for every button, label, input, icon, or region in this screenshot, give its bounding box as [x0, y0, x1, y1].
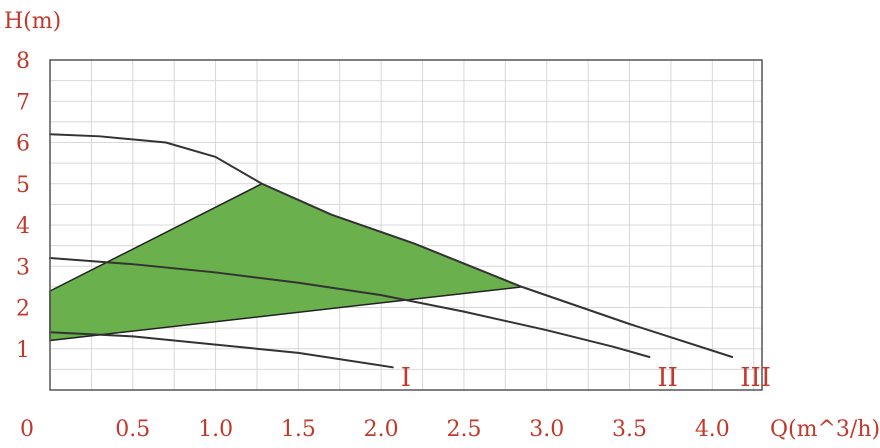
grid-layer: [50, 60, 762, 390]
x-tick-label: 1.0: [198, 417, 233, 442]
curve-ii: [49, 257, 651, 358]
y-tick-label: 8: [16, 49, 30, 74]
curve-iii: [49, 133, 734, 358]
origin-label: 0: [20, 417, 34, 442]
x-tick-label: 2.0: [364, 417, 399, 442]
y-tick-label: 6: [16, 132, 30, 157]
x-tick-label: 4.0: [695, 417, 730, 442]
y-tick-label: 1: [16, 338, 30, 363]
x-tick-label: 1.5: [281, 417, 316, 442]
y-tick-label: 2: [16, 297, 30, 322]
tick-labels: 0.5 1.0 1.5 2.0 2.5 3.0 3.5 4.0 1 2 3 4 5 6 7 8: [16, 49, 730, 442]
x-tick-label: 2.5: [446, 417, 481, 442]
curve-label-ii: II: [657, 363, 678, 393]
curve-label-i: I: [401, 363, 411, 393]
curve-i: [49, 331, 394, 369]
plot-frame: [49, 59, 763, 391]
plot-border: [49, 59, 763, 391]
x-tick-label: 0.5: [115, 417, 150, 442]
y-tick-label: 7: [16, 90, 30, 115]
operating-range-region: [49, 182, 523, 342]
x-tick-label: 3.5: [612, 417, 647, 442]
y-tick-label: 5: [16, 173, 30, 198]
y-tick-label: 3: [16, 255, 30, 280]
curve-label-iii: III: [740, 363, 771, 393]
curve-layer: [49, 133, 734, 369]
x-axis-label: Q(m^3/h): [770, 417, 880, 442]
y-axis-label: H(m): [4, 9, 61, 34]
shaded-region-layer: [49, 182, 523, 342]
y-tick-label: 4: [16, 214, 30, 239]
x-tick-label: 3.0: [529, 417, 564, 442]
